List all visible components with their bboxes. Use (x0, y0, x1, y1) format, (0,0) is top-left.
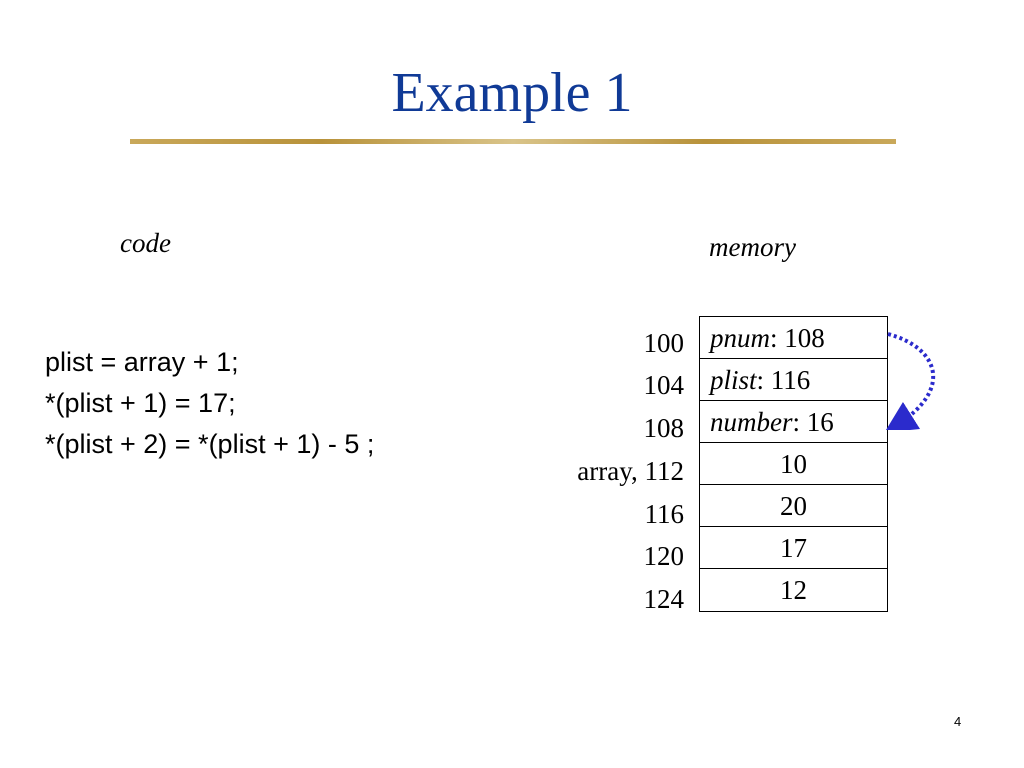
code-heading: code (120, 228, 171, 258)
cell-value: 16 (806, 407, 834, 437)
memory-cell-array-3: 12 (780, 575, 807, 605)
memory-cell-pnum: pnum: 108 (700, 317, 887, 359)
page-number: 4 (954, 714, 962, 729)
memory-cell-array-0: 10 (700, 443, 887, 485)
memory-cell-array-2: 17 (700, 527, 887, 569)
memory-address: 108 (643, 413, 685, 443)
code-block: plist = array + 1; *(plist + 1) = 17; *(… (45, 342, 374, 465)
cell-separator: : (792, 407, 807, 437)
pointer-arrow-icon (884, 332, 936, 430)
cell-value: 116 (770, 365, 811, 395)
memory-cell-plist: plist: 116 (700, 359, 887, 401)
slide-title: Example 1 (391, 62, 633, 124)
cell-separator: : (756, 365, 771, 395)
cell-value: 108 (784, 323, 825, 353)
title-divider (130, 139, 896, 144)
memory-address: 100 (643, 328, 685, 358)
code-line: *(plist + 2) = *(plist + 1) - 5 ; (45, 429, 375, 459)
memory-address: 104 (643, 370, 685, 400)
memory-address: 120 (643, 541, 685, 571)
code-line: *(plist + 1) = 17; (45, 388, 236, 418)
memory-cell-number: number: 16 (700, 401, 887, 443)
memory-address: array, 112 (577, 456, 684, 486)
memory-heading: memory (709, 232, 796, 262)
code-line: plist = array + 1; (45, 347, 239, 377)
cell-separator: : (770, 323, 785, 353)
variable-name: number (710, 407, 793, 437)
memory-table: pnum: 108 plist: 116 number: 16 10 20 17… (699, 316, 888, 612)
variable-name: pnum (710, 323, 770, 353)
memory-cell-array-1: 20 (700, 485, 887, 527)
variable-name: plist (710, 365, 757, 395)
memory-address: 124 (643, 584, 685, 614)
memory-address: 116 (644, 499, 685, 529)
